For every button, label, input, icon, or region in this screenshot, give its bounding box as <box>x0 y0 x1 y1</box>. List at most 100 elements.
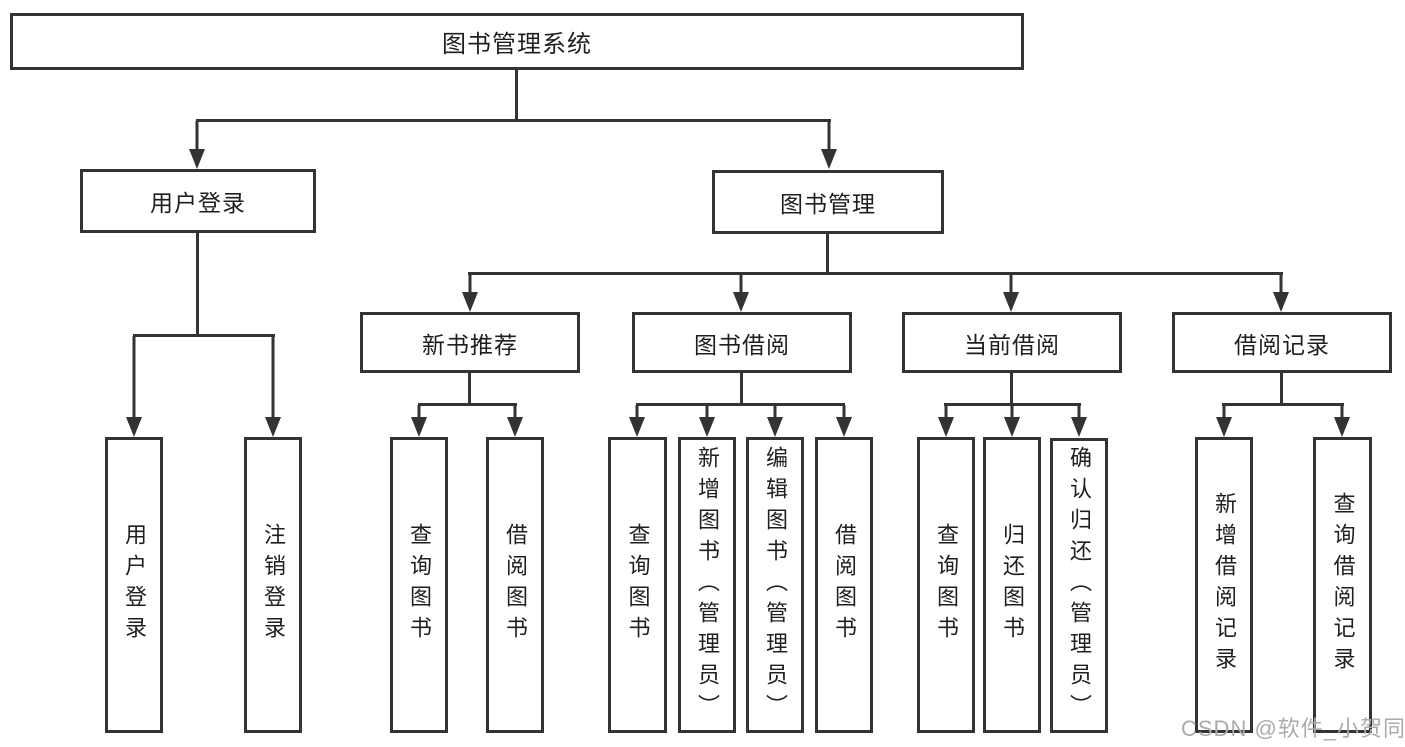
arrowhead <box>507 417 523 437</box>
arrow-down-icon <box>462 274 478 312</box>
connector-line <box>740 373 743 405</box>
leaf-label: 编辑图书（管理员） <box>763 445 788 725</box>
connector-line <box>1280 373 1283 405</box>
node-label: 图书管理 <box>780 191 876 217</box>
arrowhead <box>189 149 205 169</box>
arrow-shaft <box>739 274 743 296</box>
arrow-shaft <box>827 121 831 153</box>
arrow-down-icon <box>821 121 837 169</box>
arrowhead <box>938 417 954 437</box>
leaf-label: 查询图书 <box>625 523 651 647</box>
arrow-shaft <box>842 405 846 421</box>
arrowhead <box>629 417 645 437</box>
leaf-borrow-books: 借阅图书 <box>815 437 873 733</box>
arrowhead <box>462 292 478 312</box>
arrow-shaft <box>635 405 639 421</box>
arrow-shaft <box>417 405 421 421</box>
arrow-shaft <box>513 405 517 421</box>
connector-line <box>133 334 275 337</box>
leaf-user-login: 用户登录 <box>105 437 163 733</box>
arrow-shaft <box>1077 405 1081 421</box>
leaf-add-books-admin: 新增图书（管理员） <box>678 437 736 733</box>
arrow-shaft <box>1222 405 1226 421</box>
leaf-logout: 注销登录 <box>244 437 302 733</box>
node-library-management-system: 图书管理系统 <box>10 13 1024 70</box>
leaf-label: 确认归还（管理员） <box>1067 446 1092 725</box>
connector-line <box>515 69 518 121</box>
arrowhead <box>733 292 749 312</box>
arrow-down-icon <box>126 336 142 437</box>
arrow-down-icon <box>1273 274 1289 312</box>
node-user-login: 用户登录 <box>80 169 316 233</box>
node-label: 图书借阅 <box>694 331 790 358</box>
arrow-down-icon <box>189 121 205 169</box>
arrowhead <box>1216 417 1232 437</box>
csdn-watermark: CSDN @软件_小贺同学 <box>1181 716 1405 741</box>
leaf-return-books: 归还图书 <box>983 437 1041 733</box>
leaf-label: 查询借阅记录 <box>1330 492 1356 678</box>
arrow-shaft <box>1279 274 1283 296</box>
arrow-down-icon <box>767 405 783 437</box>
connector-line <box>636 403 845 406</box>
arrow-down-icon <box>1003 274 1019 312</box>
node-label: 新书推荐 <box>422 331 518 358</box>
arrow-shaft <box>271 336 275 421</box>
arrowhead <box>1071 417 1087 437</box>
connector-line <box>1222 403 1344 406</box>
connector-line <box>944 403 1081 406</box>
arrow-shaft <box>132 336 136 421</box>
arrowhead <box>699 417 715 437</box>
leaf-label: 查询图书 <box>407 523 432 647</box>
leaf-label: 归还图书 <box>1000 523 1025 647</box>
arrowhead <box>821 149 837 169</box>
arrowhead <box>1334 417 1350 437</box>
leaf-query-borrow-record: 查询借阅记录 <box>1313 437 1372 733</box>
arrow-shaft <box>705 405 709 421</box>
leaf-label: 用户登录 <box>122 523 147 647</box>
arrowhead <box>836 417 852 437</box>
leaf-query-books-borrow: 查询图书 <box>608 437 667 733</box>
connector-line <box>196 232 199 336</box>
arrowhead <box>1003 292 1019 312</box>
arrow-down-icon <box>411 405 427 437</box>
connector-line <box>196 119 831 122</box>
node-new-book-recommendation: 新书推荐 <box>360 312 580 373</box>
arrow-down-icon <box>629 405 645 437</box>
leaf-label: 新增图书（管理员） <box>695 445 720 725</box>
leaf-label: 借阅图书 <box>503 523 528 647</box>
node-book-management: 图书管理 <box>712 170 944 234</box>
connector-line <box>468 373 471 405</box>
leaf-confirm-return-admin: 确认归还（管理员） <box>1050 438 1108 733</box>
arrow-down-icon <box>699 405 715 437</box>
connector-line <box>1010 373 1013 405</box>
connector-line <box>826 234 829 274</box>
leaf-add-borrow-record: 新增借阅记录 <box>1195 437 1253 733</box>
arrow-down-icon <box>507 405 523 437</box>
arrow-shaft <box>1340 405 1344 421</box>
arrow-shaft <box>468 274 472 296</box>
arrow-down-icon <box>938 405 954 437</box>
leaf-label: 借阅图书 <box>832 523 857 647</box>
node-current-borrowing: 当前借阅 <box>902 312 1122 373</box>
arrow-shaft <box>1009 274 1013 296</box>
arrow-shaft <box>773 405 777 421</box>
leaf-label: 注销登录 <box>261 523 286 647</box>
leaf-query-books-recommend: 查询图书 <box>390 437 448 733</box>
arrow-shaft <box>944 405 948 421</box>
leaf-label: 查询图书 <box>934 523 959 647</box>
leaf-label: 新增借阅记录 <box>1212 492 1237 678</box>
arrow-down-icon <box>733 274 749 312</box>
arrow-down-icon <box>836 405 852 437</box>
arrow-down-icon <box>1334 405 1350 437</box>
arrowhead <box>265 417 281 437</box>
arrow-shaft <box>1010 405 1014 421</box>
node-borrowing-records: 借阅记录 <box>1172 312 1392 373</box>
arrowhead <box>1273 292 1289 312</box>
arrowhead <box>1004 417 1020 437</box>
arrow-shaft <box>195 121 199 153</box>
node-label: 图书管理系统 <box>442 31 592 58</box>
arrowhead <box>126 417 142 437</box>
leaf-edit-books-admin: 编辑图书（管理员） <box>746 437 804 733</box>
arrowhead <box>411 417 427 437</box>
